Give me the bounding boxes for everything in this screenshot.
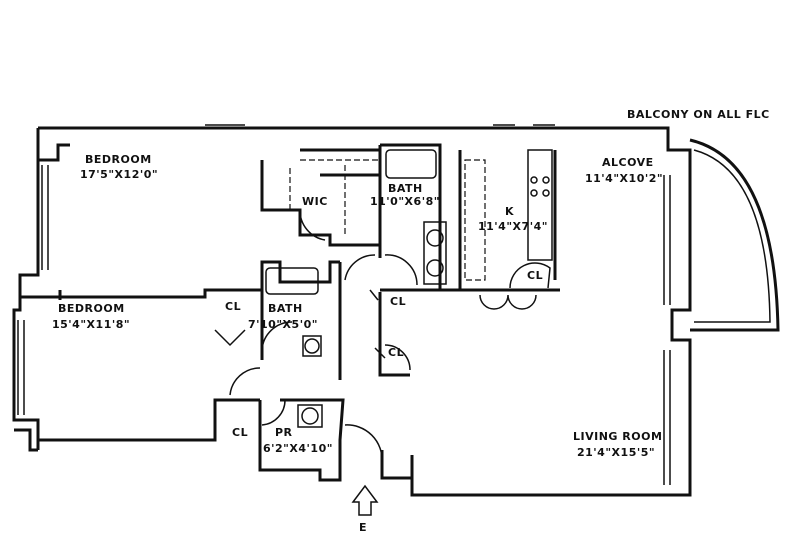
balcony-note: BALCONY ON ALL FLC <box>627 108 770 121</box>
entrance-label: E <box>359 521 367 534</box>
wic-label: WIC <box>302 195 328 208</box>
bedroom2-dims: 15'4"X11'8" <box>52 318 130 331</box>
doors <box>214 209 551 463</box>
bath2-label: BATH <box>268 302 303 315</box>
bedroom1-label: BEDROOM <box>85 153 152 166</box>
alcove-dims: 11'4"X10'2" <box>585 172 663 185</box>
bath2-dims: 7'10"X5'0" <box>248 318 318 331</box>
kitchen-dims: 11'4"X7'4" <box>478 220 548 233</box>
powder-dims: 6'2"X4'10" <box>263 442 333 455</box>
closet-label: CL <box>388 346 404 359</box>
living-label: LIVING ROOM <box>573 430 662 443</box>
windows <box>17 124 671 485</box>
bedroom1-dims: 17'5"X12'0" <box>80 168 158 181</box>
closet-label: CL <box>527 269 543 282</box>
balcony-outline <box>689 138 780 332</box>
closet-label: CL <box>390 295 406 308</box>
entrance-arrow-icon <box>351 484 379 516</box>
walls <box>12 126 692 497</box>
alcove-label: ALCOVE <box>602 156 654 169</box>
fixtures <box>265 149 553 428</box>
bath1-dims: 11'0"X6'8" <box>370 195 440 208</box>
living-dims: 21'4"X15'5" <box>577 446 655 459</box>
closet-label: CL <box>225 300 241 313</box>
kitchen-label: K <box>505 205 514 218</box>
powder-label: PR <box>275 426 293 439</box>
closet-label: CL <box>232 426 248 439</box>
bath1-label: BATH <box>388 182 423 195</box>
bedroom2-label: BEDROOM <box>58 302 125 315</box>
